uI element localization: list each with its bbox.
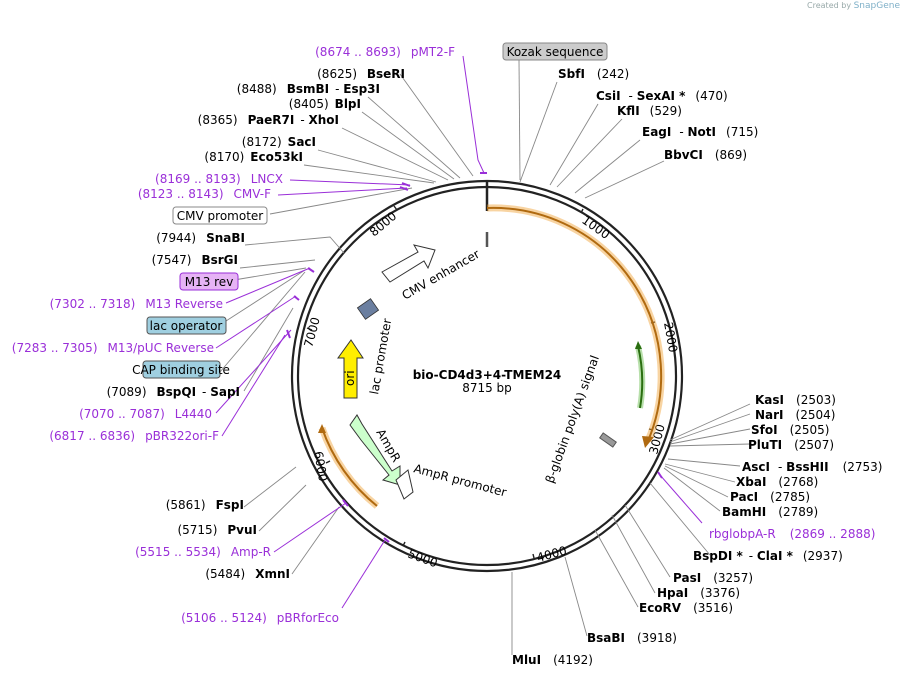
polya-marker — [599, 432, 617, 448]
site-paer7i: (8365)PaeR7I- XhoI — [198, 113, 339, 127]
credit-brand: SnapGene — [853, 1, 900, 11]
lac-operator-label: lac operator — [150, 319, 223, 333]
site-mlui: MluI(4192) — [512, 653, 593, 667]
ampr-promoter-label: AmpR promoter — [412, 461, 508, 499]
primer-pbrforeco: (5106 .. 5124)pBRforEco — [181, 611, 339, 625]
site-saci: (8172)SacI — [242, 135, 316, 149]
primer-pbr322ori-f: (6817 .. 6836)pBR322ori-F — [49, 429, 219, 443]
ori-arrow — [337, 339, 364, 399]
primer-rbglobpa-r: rbglobpA-R(2869 .. 2888) — [709, 527, 875, 541]
ampr-promoter-arrow — [395, 469, 414, 500]
lac-operator-box — [146, 316, 227, 335]
polya-arrowhead — [635, 341, 642, 349]
site-connectors — [219, 59, 751, 655]
credit-prefix: Created by — [807, 1, 852, 10]
site-hpai: HpaI(3376) — [657, 586, 740, 600]
ori-label: ori — [343, 370, 357, 386]
site-eco53ki: (8170)Eco53kI — [204, 150, 303, 164]
site-bspqi: (7089)BspQI- SapI — [107, 385, 240, 399]
left-site-labels: (8625) BseRI (8488)BsmBI- Esp3I (8405)Bl… — [107, 67, 405, 581]
site-paci: PacI(2785) — [730, 490, 810, 504]
primer-m13-puc-reverse: (7283 .. 7305)M13/pUC Reverse — [12, 341, 214, 355]
lac-promoter-label: lac promoter — [367, 317, 394, 395]
polya-arc — [637, 345, 644, 409]
site-blpi: (8405)BlpI — [289, 97, 361, 111]
site-nari: NarI(2504) — [755, 408, 835, 422]
site-kasi: KasI(2503) — [755, 393, 836, 407]
site-bsabi: BsaBI(3918) — [587, 631, 677, 645]
site-xbai: XbaI(2768) — [736, 475, 818, 489]
site-bseri: (8625) BseRI — [317, 67, 405, 81]
tick-7000: 7000 — [301, 316, 322, 349]
primer-cmv-f: (8123 .. 8143)CMV-F — [138, 187, 271, 201]
site-ecorv: EcoRV(3516) — [639, 601, 733, 615]
lac-promoter-block — [356, 298, 380, 320]
m13-rev-box — [179, 272, 239, 291]
site-bamhi: BamHI(2789) — [722, 505, 818, 519]
site-pvui: (5715)PvuI — [177, 523, 257, 537]
tick-2000: 2000 — [661, 321, 680, 354]
cds-arc — [486, 206, 663, 442]
right-site-labels: SbfI(242) CsiI- SexAI *(470) KflI(529) E… — [512, 67, 882, 667]
kozak-box — [502, 42, 608, 61]
tick-marks — [306, 205, 656, 559]
ampr-arc — [321, 427, 378, 507]
ampr-arc-arrowhead — [318, 424, 326, 433]
cap-site-box — [142, 360, 221, 379]
primer-m13-reverse: (7302 .. 7318)M13 Reverse — [50, 297, 223, 311]
primer-pmt2-f: (8674 .. 8693)pMT2-F — [315, 45, 455, 59]
primer-labels: (8674 .. 8693)pMT2-F (8169 .. 8193)LNCX … — [12, 45, 876, 625]
m13-rev-label: M13 rev — [185, 275, 234, 289]
site-pluti: PluTI(2507) — [748, 438, 834, 452]
site-xmni: (5484)XmnI — [205, 567, 290, 581]
plasmid-name: bio-CD4d3+4-TMEM24 — [413, 368, 562, 382]
tick-5000: 5000 — [406, 547, 439, 571]
site-bsrgi: (7547)BsrGI — [152, 253, 238, 267]
cmv-enhancer-arrow — [381, 244, 436, 283]
cds-arrowhead — [642, 436, 654, 448]
primer-l4440: (7070 .. 7087)L4440 — [79, 407, 212, 421]
kozak-label: Kozak sequence — [507, 45, 604, 59]
site-eagi: EagI- NotI(715) — [642, 125, 758, 139]
site-bbvci: BbvCI(869) — [664, 148, 747, 162]
site-sbfi: SbfI(242) — [558, 67, 629, 81]
primer-amp-r: (5515 .. 5534)Amp-R — [135, 545, 271, 559]
site-bspdi: BspDI *- ClaI *(2937) — [693, 549, 843, 563]
snapgene-credit: Created by SnapGene — [807, 1, 900, 11]
primer-marks — [286, 172, 663, 543]
tick-4000: 4000 — [535, 543, 568, 564]
primer-connectors — [215, 55, 703, 609]
site-pasi: PasI(3257) — [673, 571, 753, 585]
cmv-promoter-label: CMV promoter — [177, 209, 264, 223]
cap-site-label: CAP binding site — [132, 363, 230, 377]
ampr-arrow — [349, 414, 401, 486]
primer-lncx: (8169 .. 8193)LNCX — [155, 172, 283, 186]
site-fspi: (5861)FspI — [166, 498, 244, 512]
site-snabi: (7944)SnaBI — [156, 231, 245, 245]
plasmid-size: 8715 bp — [462, 381, 512, 395]
tick-6000: 6000 — [311, 450, 330, 483]
site-asci: AscI- BssHII(2753) — [742, 460, 882, 474]
cmv-promoter-box — [172, 206, 268, 225]
tick-8000: 8000 — [367, 209, 399, 239]
site-bsmbi: (8488)BsmBI- Esp3I — [237, 82, 380, 96]
site-sfoi: SfoI(2505) — [751, 423, 829, 437]
site-kfli: KflI(529) — [617, 104, 682, 118]
site-csii: CsiI- SexAI *(470) — [596, 89, 728, 103]
